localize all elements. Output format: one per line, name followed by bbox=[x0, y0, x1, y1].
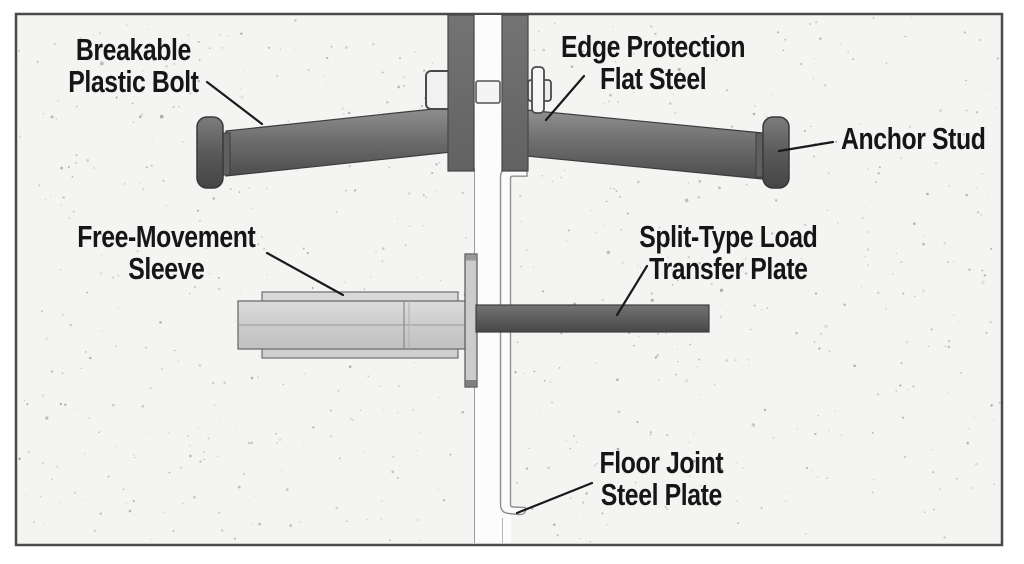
edge-protection-leader bbox=[544, 74, 586, 122]
edge-protection-bar-right bbox=[501, 14, 529, 172]
breakable-plastic-bolt-leader bbox=[205, 80, 264, 126]
anchor-stud-leader bbox=[777, 140, 835, 153]
edge-protection-bar-left bbox=[447, 14, 475, 172]
leader-lines bbox=[205, 74, 835, 515]
split-type-load-transfer-plate bbox=[475, 304, 710, 333]
floor-joint-steel-plate bbox=[499, 167, 528, 516]
free-movement-sleeve-leader bbox=[265, 251, 345, 297]
sleeve-end-flange-top-cap bbox=[465, 254, 477, 261]
joint-gap-spacer-block bbox=[475, 80, 501, 104]
split-type-plate-leader bbox=[615, 264, 649, 317]
left-anchor-stud-head bbox=[196, 116, 224, 189]
sleeve-end-flange-bottom-cap bbox=[465, 380, 477, 387]
anchor-stud-head bbox=[762, 116, 790, 189]
right-bolt-washer bbox=[531, 66, 545, 114]
floor-joint-plate-leader bbox=[515, 481, 594, 515]
sleeve-end-flange bbox=[464, 253, 478, 388]
